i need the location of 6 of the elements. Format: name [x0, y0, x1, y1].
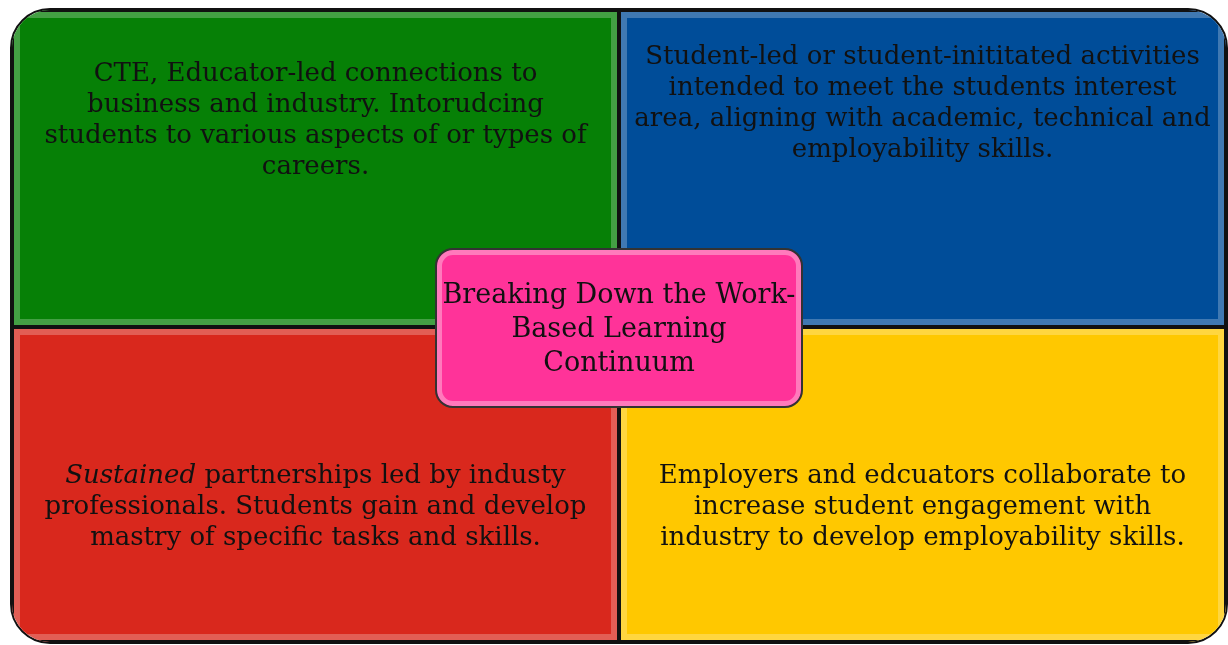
description-text: Student-led or student-inititated activities intended to meet the students interest area, aligning with academic, technical and employability skills.	[633, 40, 1212, 164]
title-box	[435, 248, 803, 408]
description-text: Employers and edcuators collaborate to increase student engagement with industry to develop employability skills.	[657, 459, 1188, 552]
description-text: Sustained partnerships led by industy professionals. Students gain and develop mastry of specific tasks and skills.	[43, 459, 588, 552]
title-text: Breaking Down the Work-Based Learning Continuum	[441, 277, 797, 379]
description-text: CTE, Educator-led connections to business and industry. Intorudcing students to various aspects of or types of careers.	[44, 57, 587, 181]
